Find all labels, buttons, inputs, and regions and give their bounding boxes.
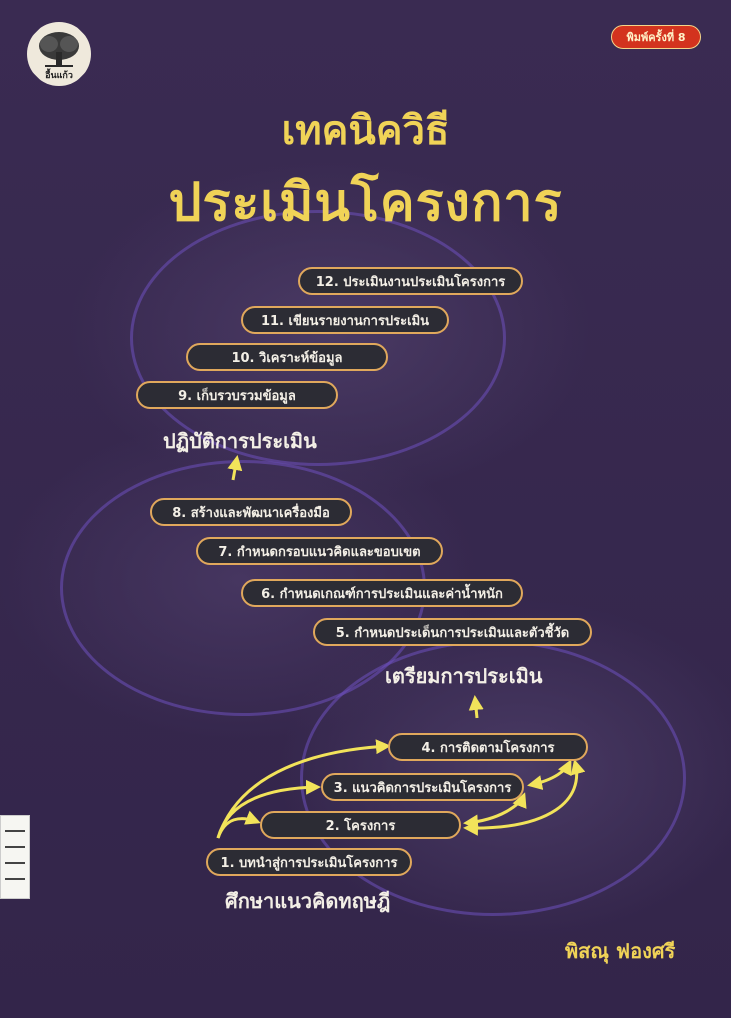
background-ring-top [130, 210, 506, 466]
step-10: 10. วิเคราะห์ข้อมูล [186, 343, 388, 371]
step-3: 3. แนวคิดการประเมินโครงการ [321, 773, 524, 801]
library-sticker [0, 815, 30, 899]
arrow-to-implementation [227, 455, 243, 481]
step-1: 1. บทนำสู่การประเมินโครงการ [206, 848, 412, 876]
step-7: 7. กำหนดกรอบแนวคิดและขอบเขต [196, 537, 443, 565]
step-6: 6. กำหนดเกณฑ์การประเมินและค่าน้ำหนัก [241, 579, 523, 607]
step-8: 8. สร้างและพัฒนาเครื่องมือ [150, 498, 352, 526]
step-11: 11. เขียนรายงานการประเมิน [241, 306, 449, 334]
title-line-2: ประเมินโครงการ [168, 173, 563, 233]
arrow-3-4 [527, 759, 572, 790]
edition-badge: พิมพ์ครั้งที่ 8 [611, 25, 701, 49]
arrow-1-to-4 [216, 739, 391, 839]
step-9: 9. เก็บรวบรวมข้อมูล [136, 381, 338, 409]
tree-icon [39, 32, 79, 67]
phase-implementation: ปฏิบัติการประเมิน [163, 429, 317, 453]
arrow-to-preparation [468, 695, 484, 719]
phase-study: ศึกษาแนวคิดทฤษฎี [225, 889, 391, 913]
phase-preparation: เตรียมการประเมิน [385, 664, 543, 688]
publisher-logo-text: อื้นแก้ว [45, 71, 73, 81]
step-4: 4. การติดตามโครงการ [388, 733, 588, 761]
author-name: พิสณุ ฟองศรี [565, 939, 676, 963]
step-2: 2. โครงการ [260, 811, 461, 839]
step-5: 5. กำหนดประเด็นการประเมินและตัวชี้วัด [313, 618, 592, 646]
publisher-logo: อื้นแก้ว [27, 22, 91, 86]
title-line-1: เทคนิควิธี [281, 108, 450, 154]
step-12: 12. ประเมินงานประเมินโครงการ [298, 267, 523, 295]
arrow-2-4 [463, 759, 586, 836]
